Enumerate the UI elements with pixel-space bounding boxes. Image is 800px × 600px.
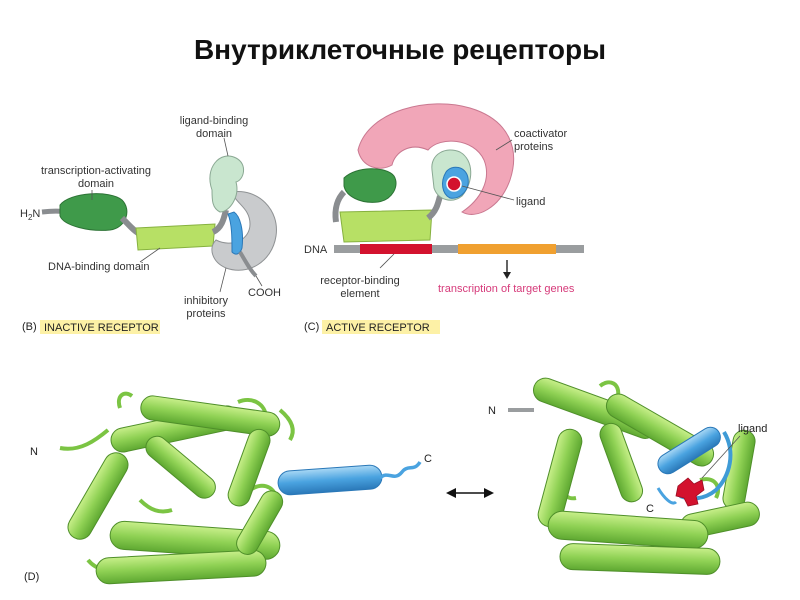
- right-ligand-label: ligand: [738, 423, 767, 435]
- label-ligand-binding-2: domain: [196, 128, 232, 140]
- cooh-tail: [238, 250, 258, 278]
- active-dna-binding-domain: [339, 209, 433, 243]
- panel-b-tag-background: [40, 320, 160, 334]
- label-receptor-binding-2: element: [340, 288, 379, 300]
- page-title: Внутриклеточные рецепторы: [193, 34, 607, 65]
- panel-b-tag: INACTIVE RECEPTOR: [44, 322, 159, 334]
- coactivator-protein: [357, 103, 515, 215]
- target-gene: [458, 244, 556, 254]
- transcription-activating-domain: [59, 193, 128, 231]
- label-dna: DNA: [304, 244, 328, 256]
- ligand-binding-domain: [209, 155, 244, 213]
- label-inhibitory-2: proteins: [186, 308, 226, 320]
- active-transcription-activating-domain: [343, 168, 397, 203]
- panel-d-letter: (D): [24, 571, 39, 583]
- equilibrium-double-arrow: [446, 488, 494, 498]
- hinge-linker: [211, 209, 229, 235]
- left-c-terminus-label: C: [424, 453, 432, 465]
- ligand-molecule: [446, 176, 462, 192]
- label-transcription-target-genes: transcription of target genes: [438, 283, 575, 295]
- label-transcription-activating-1: transcription-activating: [41, 165, 151, 177]
- label-coactivator-1: coactivator: [514, 128, 568, 140]
- label-dna-binding-domain: DNA-binding domain: [48, 261, 150, 273]
- receptor-binding-element: [360, 244, 432, 254]
- structure-ligand: [675, 477, 705, 507]
- structure-active: N C ligand: [488, 377, 767, 575]
- label-inhibitory-1: inhibitory: [184, 295, 229, 307]
- label-coactivator-2: proteins: [514, 141, 554, 153]
- panel-c-active-receptor: coactivator proteins ligand DNA receptor…: [304, 103, 584, 334]
- c-terminal-helix: [227, 211, 243, 255]
- label-cooh: COOH: [248, 287, 281, 299]
- label-ligand-binding-1: ligand-binding: [180, 115, 249, 127]
- label-ligand: ligand: [516, 196, 545, 208]
- right-c-terminus-label: C: [646, 503, 654, 515]
- panel-c-tag-background: [322, 320, 440, 334]
- label-receptor-binding-1: receptor-binding: [320, 275, 400, 287]
- structure-inactive: N C: [30, 391, 432, 585]
- label-h2n: H2N: [20, 208, 40, 222]
- dna-binding-domain: [135, 223, 216, 251]
- panel-c-letter: (C): [304, 321, 319, 333]
- panel-d-structures: N C: [24, 377, 767, 585]
- inhibitory-protein: [211, 191, 277, 271]
- right-n-terminus-label: N: [488, 405, 496, 417]
- panel-b-letter: (B): [22, 321, 37, 333]
- left-n-terminus-label: N: [30, 446, 38, 458]
- panel-b-inactive-receptor: ligand-binding domain transcription-acti…: [20, 115, 281, 334]
- label-transcription-activating-2: domain: [78, 178, 114, 190]
- panel-c-tag: ACTIVE RECEPTOR: [326, 322, 430, 334]
